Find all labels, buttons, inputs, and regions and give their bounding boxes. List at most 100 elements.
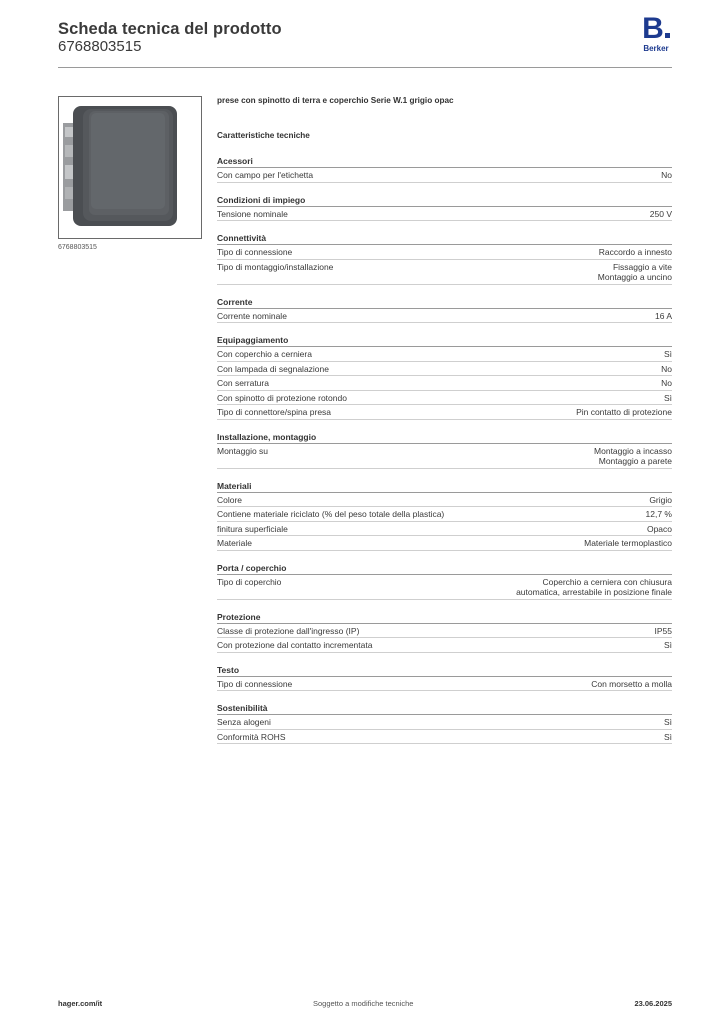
spec-label: Con campo per l'etichetta [217, 170, 314, 180]
spec-value-line: Sì [663, 717, 672, 727]
spec-value-line: Montaggio a incasso [594, 445, 672, 456]
spec-row: Con serratura No [217, 376, 672, 391]
spec-value-line: No [661, 378, 672, 388]
spec-value: Sì [664, 393, 672, 404]
product-code: 6768803515 [58, 38, 142, 55]
spec-label: finitura superficiale [217, 523, 288, 534]
spec-value-line: 16 A [654, 310, 672, 321]
logo-text: Berker [643, 44, 669, 53]
spec-value: Con morsetto a molla [591, 679, 672, 690]
spec-value-line: Sì [663, 392, 672, 403]
spec-value-line: Con morsetto a molla [591, 678, 672, 689]
specs-heading: Caratteristiche tecniche [217, 131, 310, 140]
section-title: Acessori [217, 155, 672, 168]
spec-label: Con serratura [217, 378, 269, 388]
section-title: Sostenibilità [217, 702, 672, 715]
footer-notice: Soggetto a modifiche tecniche [313, 999, 414, 1008]
spec-row: Senza alogeni Sì [217, 715, 672, 730]
spec-value: No [661, 170, 672, 181]
spec-value: 12,7 % [646, 509, 672, 520]
header-divider [58, 67, 672, 68]
spec-value: Sì [664, 732, 672, 743]
spec-value: Pin contatto di protezione [576, 407, 672, 418]
spec-label: Contiene materiale riciclato (% del peso… [217, 509, 445, 519]
spec-label: Montaggio su [217, 445, 269, 456]
section-title: Testo [217, 664, 672, 677]
spec-label: Conformità ROHS [217, 731, 286, 742]
spec-value-line: Coperchio a cerniera con chiusura [542, 576, 672, 587]
spec-label: Senza alogeni [217, 717, 271, 727]
spec-value-line: 12,7 % [645, 509, 672, 519]
spec-row: Con protezione dal contatto incrementata… [217, 638, 672, 653]
spec-value: Sì [664, 640, 672, 651]
spec-value: Materiale termoplastico [584, 538, 672, 549]
spec-value-line: No [661, 363, 672, 374]
spec-value-line: Grigio [649, 494, 672, 505]
spec-value-line: automatica, arrestabile in posizione fin… [516, 587, 672, 597]
section-title: Porta / coperchio [217, 562, 672, 575]
spec-value-line: Sì [663, 731, 672, 742]
product-image [58, 96, 202, 239]
spec-label: Materiale [217, 538, 252, 548]
spec-value-line: Pin contatto di protezione [576, 407, 672, 417]
spec-label: Tensione nominale [217, 208, 288, 219]
image-caption: 6768803515 [58, 244, 97, 251]
spec-value-line: Fissaggio a vite [612, 261, 672, 272]
product-description: prese con spinotto di terra e coperchio … [217, 96, 454, 105]
spec-row: Tipo di connessione Raccordo a innesto [217, 245, 672, 260]
spec-label: Tipo di connessione [217, 678, 293, 689]
spec-row: Con campo per l'etichetta No [217, 168, 672, 183]
spec-value: Sì [664, 717, 672, 728]
spec-row: Tipo di coperchio Coperchio a cerniera co… [217, 575, 672, 600]
berker-logo: B Berker [638, 14, 674, 54]
spec-value-line: 250 V [649, 208, 672, 219]
footer-website: hager.com/it [58, 999, 103, 1008]
section-title: Materiali [217, 480, 672, 493]
spec-label: Tipo di connessione [217, 247, 293, 257]
spec-value: No [661, 364, 672, 375]
spec-label: Con coperchio a cerniera [217, 349, 312, 359]
spec-value-line: Materiale termoplastico [584, 538, 672, 548]
spec-row: Classe di protezione dall'ingresso (IP)I… [217, 624, 672, 638]
spec-row: Tipo di montaggio/installazione Fissaggio… [217, 260, 672, 285]
spec-label: Tipo di montaggio/installazione [217, 261, 334, 272]
spec-label: Classe di protezione dall'ingresso (IP) [217, 625, 360, 636]
section-title: Protezione [217, 611, 672, 624]
spec-value: Sì [664, 349, 672, 360]
spec-value: 250 V [650, 209, 672, 220]
spec-value-line: No [661, 170, 672, 180]
section-title: Equipaggiamento [217, 334, 672, 347]
page-title: Scheda tecnica del prodotto [58, 20, 282, 38]
section-title: Connettività [217, 232, 672, 245]
spec-value: Grigio [649, 495, 672, 506]
section-title: Condizioni di impiego [217, 194, 672, 207]
spec-row: Tipo di connessione Con morsetto a molla [217, 677, 672, 691]
spec-row: Contiene materiale riciclato (% del peso… [217, 507, 672, 522]
spec-row: Con coperchio a cerniera Sì [217, 347, 672, 362]
spec-label: Tipo di coperchio [217, 576, 282, 587]
section-title: Installazione, montaggio [217, 431, 672, 444]
footer-date: 23.06.2025 [634, 999, 672, 1008]
spec-value: 16 A [655, 311, 672, 322]
spec-label: Con lampada di segnalazione [217, 363, 329, 374]
logo-letter: B [642, 12, 664, 45]
spec-value: Raccordo a innesto [599, 247, 672, 258]
spec-value-line: Montaggio a parete [598, 456, 672, 466]
